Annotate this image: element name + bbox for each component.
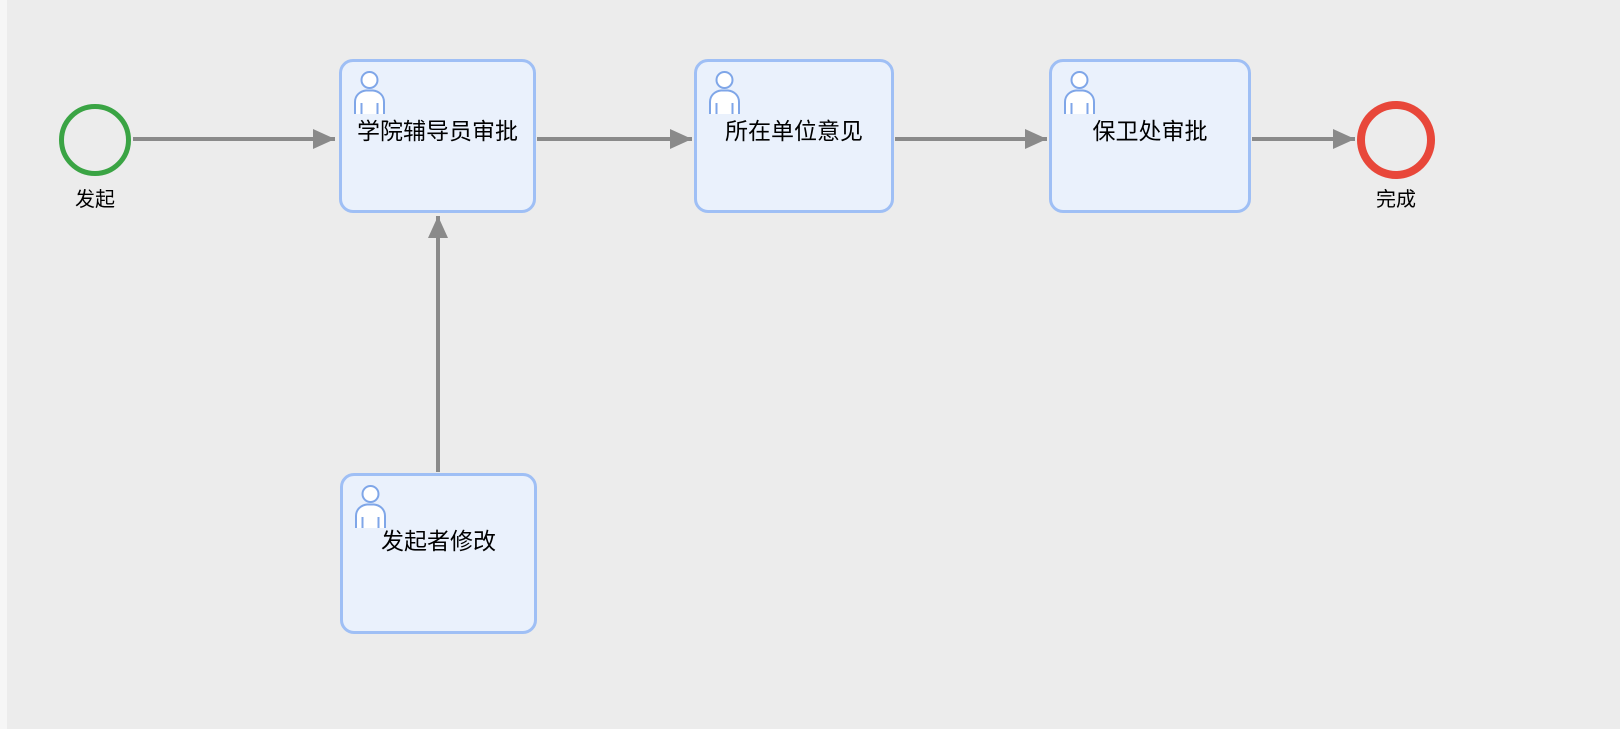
task-label: 学院辅导员审批 [357,118,518,144]
task-node-unit-opinion[interactable]: 所在单位意见 [694,59,894,213]
person-icon [709,71,740,114]
end-event-node[interactable] [1357,101,1435,179]
task-node-security-office-approval[interactable]: 保卫处审批 [1049,59,1251,213]
task-label: 所在单位意见 [725,118,863,144]
task-label: 发起者修改 [381,528,496,554]
task-node-initiator-modify[interactable]: 发起者修改 [340,473,537,634]
person-icon [355,485,386,528]
start-event-label: 发起 [75,189,115,211]
left-edge-strip [0,0,7,729]
person-icon [1064,71,1095,114]
person-icon [354,71,385,114]
task-label: 保卫处审批 [1092,118,1208,144]
start-event-node[interactable] [59,104,131,176]
task-node-college-counselor-approval[interactable]: 学院辅导员审批 [339,59,536,213]
end-event-label: 完成 [1376,189,1416,211]
